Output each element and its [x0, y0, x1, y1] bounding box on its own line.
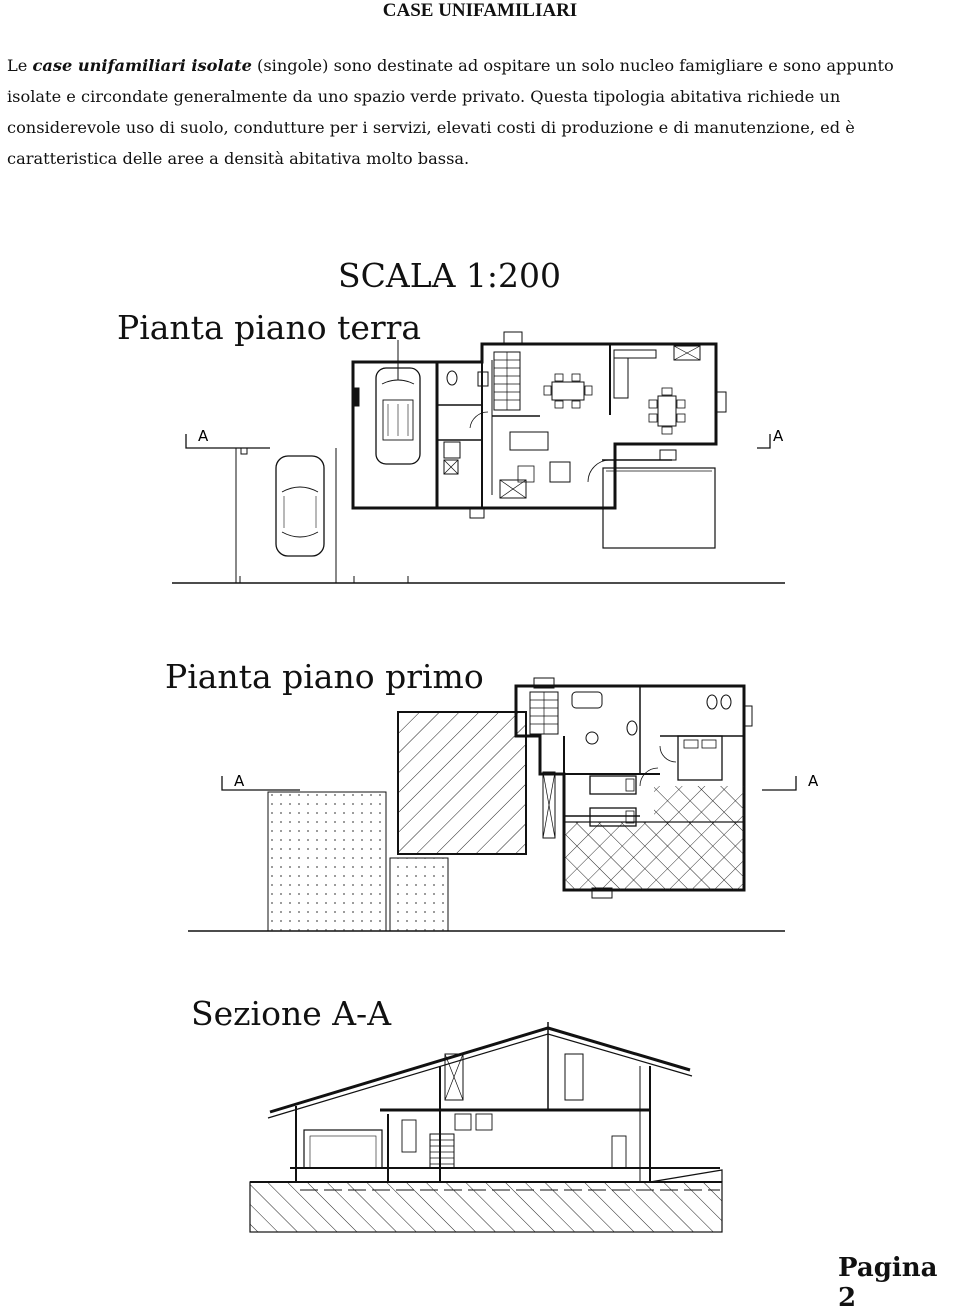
double-bed-icon [677, 735, 723, 781]
ground-floor-plan-title: Pianta piano terra [117, 308, 422, 347]
shower-icon [443, 441, 461, 459]
dining-table-icon [648, 387, 686, 435]
first-floor-plan-title: Pianta piano primo [165, 657, 484, 696]
car-icon [375, 367, 421, 465]
ground-floor-plan: A A [172, 331, 785, 584]
first-floor-plan: A A [188, 677, 819, 932]
intro-paragraph: Le case unifamiliari isolate (singole) s… [7, 50, 952, 174]
intro-text-start: Le [7, 56, 33, 76]
intro-key-term: case unifamiliari isolate [32, 56, 252, 76]
sofa-icon [509, 431, 549, 451]
section-marker-left: A [234, 772, 245, 790]
armchair-icon [549, 461, 571, 483]
document-title: CASE UNIFAMILIARI [382, 0, 578, 21]
section-marker-right: A [773, 427, 784, 445]
section-marker-right: A [808, 772, 819, 790]
bathtub-icon [571, 691, 603, 709]
dining-table-icon [543, 373, 593, 409]
car-icon [275, 455, 325, 557]
single-bed-icon [589, 807, 637, 827]
scale-label: SCALA 1:200 [338, 256, 562, 295]
sink-icon [477, 371, 489, 387]
staircase-icon [493, 351, 521, 411]
toilet-icon [446, 370, 458, 386]
page-number: Pagina 2 [838, 1253, 938, 1313]
section-drawing-title: Sezione A-A [191, 994, 392, 1033]
sink-icon [585, 731, 599, 745]
single-bed-icon [589, 775, 637, 795]
staircase-icon [429, 1133, 455, 1169]
section-a-a-drawing [249, 1022, 723, 1233]
intro-text-rest: (singole) sono destinate ad ospitare un … [7, 56, 894, 169]
toilet-icon [626, 720, 638, 736]
staircase-icon [529, 691, 559, 735]
section-marker-left: A [198, 427, 209, 445]
